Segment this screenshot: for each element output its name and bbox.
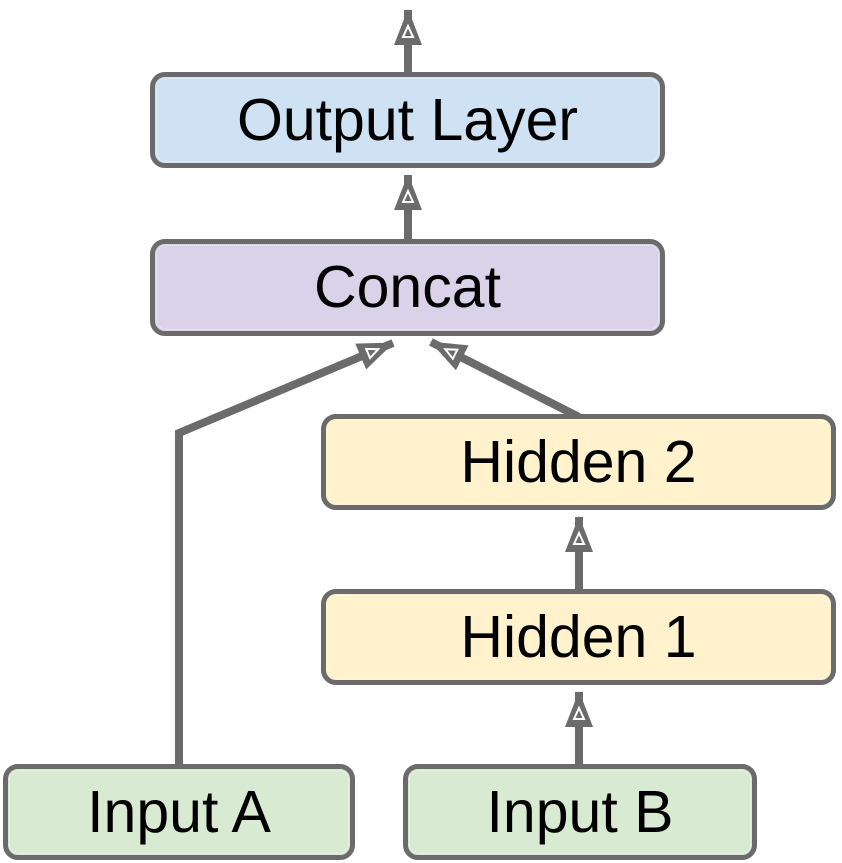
- node-output-layer: Output Layer: [150, 72, 665, 168]
- edge-inputa-to-concat: [175, 339, 395, 766]
- node-output-layer-label: Output Layer: [236, 86, 579, 153]
- node-input-b: Input B: [403, 764, 757, 860]
- node-input-b-label: Input B: [486, 778, 674, 845]
- node-input-a-label: Input A: [87, 778, 271, 845]
- node-hidden-2: Hidden 2: [321, 414, 836, 510]
- node-hidden-2-label: Hidden 2: [460, 428, 697, 495]
- node-input-a: Input A: [3, 764, 355, 860]
- node-hidden-1-label: Hidden 1: [460, 603, 697, 670]
- node-concat: Concat: [150, 239, 665, 336]
- node-concat-label: Concat: [314, 254, 501, 320]
- node-hidden-1: Hidden 1: [321, 589, 836, 685]
- edge-hidden2-to-concat: [429, 338, 581, 421]
